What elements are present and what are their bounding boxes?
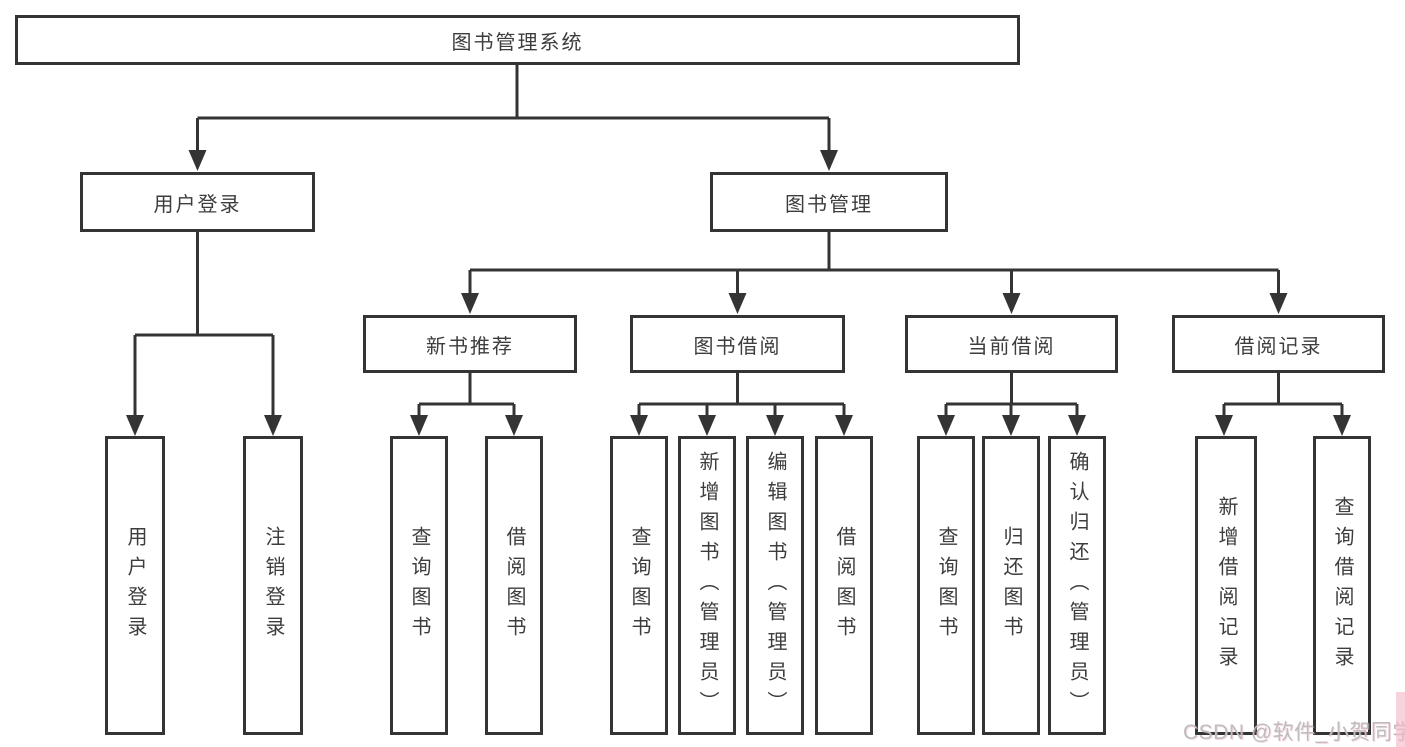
node-current-borrow: 当前借阅: [905, 315, 1118, 373]
node-book-borrow: 图书借阅: [630, 315, 845, 373]
node-label: 查询图书: [628, 525, 650, 646]
node-label: 查询借阅记录: [1331, 495, 1353, 676]
node-label: 新增图书（管理员）: [696, 450, 718, 721]
node-label: 借阅图书: [503, 525, 525, 646]
node-label: 新书推荐: [426, 335, 514, 358]
node-book-management: 图书管理: [710, 172, 948, 232]
node-label: 注销登录: [262, 525, 284, 646]
leaf-return-book: 归还图书: [982, 436, 1040, 735]
node-label: 用户登录: [153, 193, 242, 216]
leaf-borrow-book-2: 借阅图书: [815, 436, 873, 735]
node-label: 借阅记录: [1234, 335, 1323, 358]
node-label: 归还图书: [1000, 525, 1022, 646]
node-user-login: 用户登录: [80, 172, 315, 232]
node-label: 查询图书: [408, 525, 430, 646]
node-borrow-record: 借阅记录: [1172, 315, 1385, 373]
leaf-user-login: 用户登录: [105, 436, 165, 735]
node-label: 图书借阅: [693, 335, 782, 358]
leaf-confirm-return-admin: 确认归还（管理员）: [1048, 436, 1106, 735]
leaf-logout: 注销登录: [243, 436, 303, 735]
watermark-pink-accent: [1396, 692, 1405, 747]
node-label: 当前借阅: [967, 335, 1056, 358]
node-library-management-system: 图书管理系统: [15, 15, 1020, 65]
node-new-book-recommend: 新书推荐: [363, 315, 577, 373]
node-label: 确认归还（管理员）: [1066, 450, 1088, 721]
arrowheads: [126, 150, 1351, 436]
node-label: 用户登录: [124, 525, 146, 646]
node-label: 借阅图书: [833, 525, 855, 646]
leaf-query-book-3: 查询图书: [917, 436, 975, 735]
node-label: 编辑图书（管理员）: [764, 450, 786, 721]
node-label: 新增借阅记录: [1215, 495, 1237, 676]
node-label: 图书管理: [785, 193, 873, 216]
leaf-edit-book-admin: 编辑图书（管理员）: [746, 436, 804, 735]
csdn-watermark: CSDN @软件_小贺同学: [1183, 721, 1405, 744]
leaf-query-book-2: 查询图书: [610, 436, 668, 735]
leaf-add-borrow-record: 新增借阅记录: [1195, 436, 1257, 735]
node-label: 图书管理系统: [451, 31, 584, 54]
leaf-query-borrow-record: 查询借阅记录: [1313, 436, 1371, 735]
leaf-query-book-1: 查询图书: [390, 436, 448, 735]
node-label: 查询图书: [935, 525, 957, 646]
leaf-add-book-admin: 新增图书（管理员）: [678, 436, 736, 735]
leaf-borrow-book-1: 借阅图书: [485, 436, 543, 735]
